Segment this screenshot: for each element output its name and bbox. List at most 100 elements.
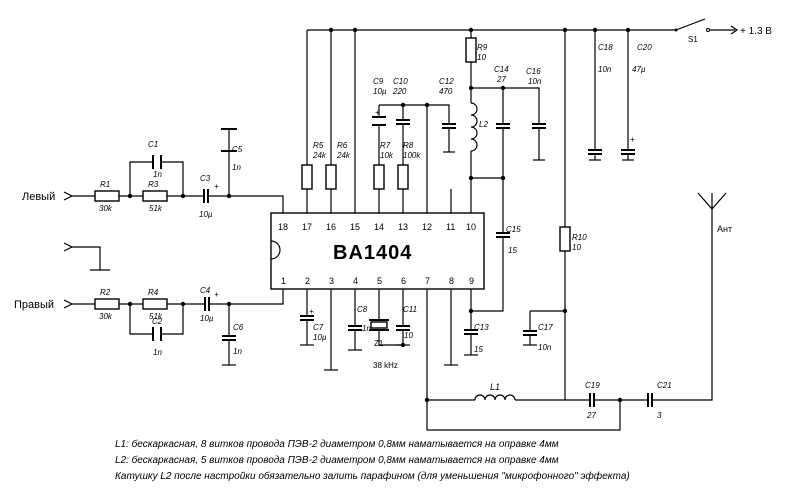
plus-mark: + [214,182,219,191]
label-value: 1n [362,324,371,333]
label-ref: C4 [200,286,211,295]
label-ref: C21 [657,381,672,390]
label-value: 10 [572,243,581,252]
label-ref: R8 [403,141,414,150]
label-value: 220 [392,87,407,96]
label-value: 10µ [313,333,327,342]
pin-number: 12 [422,222,432,232]
capacitor-C7 [300,315,314,321]
capacitor-C8 [348,325,362,331]
antenna-icon [697,192,727,210]
label-value: 27 [586,411,596,420]
label-value: 470 [439,87,453,96]
pin-number: 1 [281,276,286,286]
label-value: 24k [312,151,327,160]
pin-number: 11 [446,222,455,232]
label-ref: C3 [200,174,211,183]
label-ref: R2 [100,288,111,297]
resistor-R2 [94,298,120,310]
ic-ba1404: BA1404 18 17 16 15 14 13 12 11 10 1 2 3 … [270,212,485,290]
label-ref: C12 [439,77,454,86]
label-ref: C16 [526,67,541,76]
pin-number: 13 [398,222,408,232]
pin-number: 17 [302,222,312,232]
pin-number: 8 [449,276,454,286]
capacitor-C10 [396,119,410,125]
pin-number: 18 [278,222,288,232]
label-value: 10 [404,331,413,340]
label-value: 1n [232,163,241,172]
resistor-R8 [397,164,409,190]
label-ref: C20 [637,43,652,52]
label-value: 10µ [373,87,387,96]
capacitor-C18 [588,149,602,155]
note-line: L2: бескаркасная, 5 витков провода ПЭВ-2… [115,454,559,466]
notes: L1: бескаркасная, 8 витков провода ПЭВ-2… [115,438,630,482]
capacitor-C12 [442,123,456,129]
label-ref: R5 [313,141,324,150]
wires [72,29,735,431]
label-value: 1n [233,347,242,356]
inductor-L2 [470,102,478,152]
pin-number: 14 [374,222,384,232]
capacitor-C21 [647,393,653,407]
capacitors [152,116,653,407]
label-ref: R3 [148,180,159,189]
label-ref: L1 [490,382,500,392]
pin-number: 15 [350,222,360,232]
label-value: 1n [153,170,162,179]
label-ref: R10 [572,233,587,242]
input-left-label: Левый [22,191,55,203]
polarity-marks: + + + + + [214,108,635,316]
label-ref: R1 [100,180,110,189]
plus-mark: + [375,108,380,117]
component-labels: R1 30k R3 51k C1 1n C3 10µ C5 1n R2 30k … [99,35,698,420]
label-ref: C13 [474,323,489,332]
note-line: L1: бескаркасная, 8 витков провода ПЭВ-2… [115,438,559,450]
plus-mark: + [309,307,314,316]
resistor-R5 [301,164,313,190]
resistor-R4 [142,298,168,310]
capacitor-C9 [372,116,386,126]
label-ref: C10 [393,77,408,86]
label-value: 10n [598,65,612,74]
capacitor-C6 [222,335,236,341]
pin-number: 5 [377,276,382,286]
capacitor-C4 [204,297,210,311]
label-ref: C2 [152,317,163,326]
chip-name: BA1404 [333,242,412,264]
pin-number: 4 [353,276,358,286]
label-ref: C11 [403,305,417,314]
resistor-R9 [465,37,477,63]
capacitor-C11 [396,325,410,331]
plus-mark: + [214,290,219,299]
inductor-L1 [474,394,516,401]
label-value: 10 [477,53,486,62]
label-ref: C9 [373,77,384,86]
label-ref: C18 [598,43,613,52]
resistors [94,37,571,310]
ground-stubs [90,128,634,371]
label-value: 24k [336,151,351,160]
capacitor-C17 [523,330,537,336]
label-value: 1n [153,348,162,357]
label-value: 10k [380,151,394,160]
label-value: 47µ [632,65,646,74]
resistor-R3 [142,190,168,202]
label-ref: L2 [479,120,488,129]
label-value: 3 [657,411,662,420]
label-ref: C15 [506,225,521,234]
label-ref: Z1 [374,339,384,348]
bottom-pin-numbers: 1 2 3 4 5 6 7 8 9 [281,276,474,286]
label-ref: C8 [357,305,368,314]
label-ref: R9 [477,43,488,52]
capacitor-C3 [203,189,209,203]
label-value: 10n [538,343,552,352]
capacitor-C14 [496,123,510,129]
label-ref: R7 [380,141,391,150]
label-ref: C1 [148,140,158,149]
resistor-R10 [559,226,571,252]
label-value: 15 [508,246,517,255]
capacitor-C20 [621,149,635,155]
